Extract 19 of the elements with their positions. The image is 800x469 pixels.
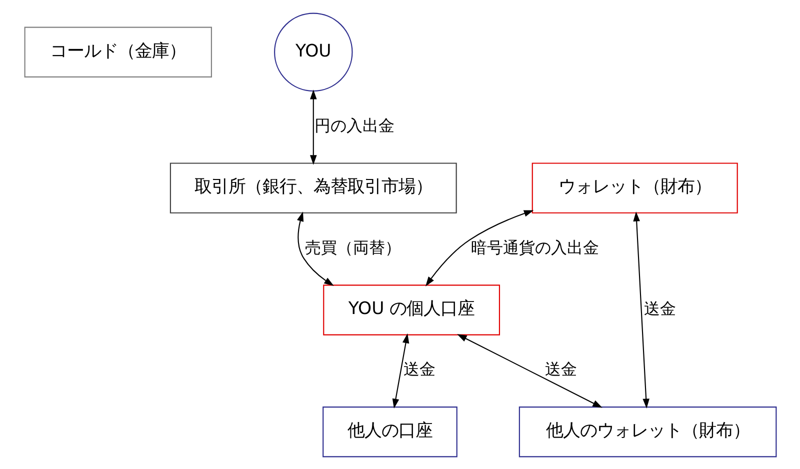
edge-label: 送金	[544, 359, 576, 378]
arrow	[456, 334, 602, 408]
node-box: 取引所（銀行、為替取引市場）	[169, 162, 456, 213]
edge-label: 暗号通貨の入出金	[470, 237, 599, 256]
node-box: 他人のウォレット（財布）	[518, 406, 776, 457]
edge-label: 売買（両替）	[304, 237, 400, 256]
node-box: ウォレット（財布）	[531, 162, 738, 213]
arrow	[392, 332, 409, 408]
node-box: 他人の口座	[322, 406, 457, 457]
edge-label: 送金	[403, 359, 436, 378]
node-circle: YOU	[274, 12, 352, 92]
node-box: コールド（金庫）	[24, 26, 212, 77]
arrow	[425, 210, 534, 286]
node-box: YOU の個人口座	[322, 284, 500, 335]
edge-label: 円の入出金	[314, 115, 394, 134]
edge-label: 送金	[644, 298, 676, 318]
arrow	[632, 211, 649, 408]
arrow	[309, 89, 316, 164]
arrow	[296, 211, 334, 286]
